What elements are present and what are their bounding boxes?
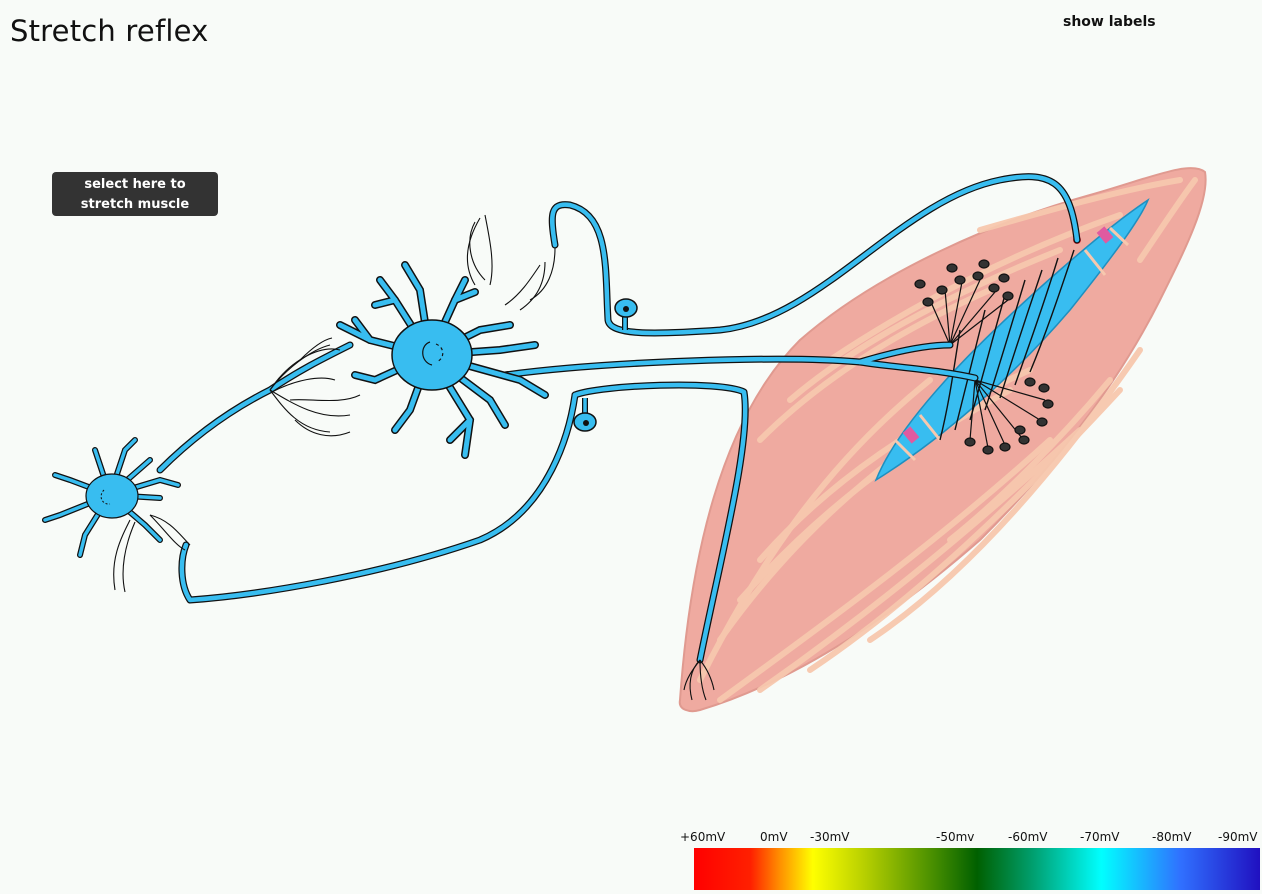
stretch-button-line1: select here to <box>52 175 218 195</box>
muscle[interactable] <box>680 168 1206 711</box>
scale-label: -30mV <box>810 830 850 844</box>
scale-label: -60mV <box>1008 830 1048 844</box>
voltage-scale-labels: +60mV 0mV -30mV -50mv -60mV -70mV -80mV … <box>0 830 1262 850</box>
synaptic-terminals <box>114 215 714 700</box>
interneuron <box>45 440 178 555</box>
scale-label: -50mv <box>936 830 974 844</box>
scale-label: 0mV <box>760 830 788 844</box>
scale-label: -90mV <box>1218 830 1258 844</box>
voltage-color-scale <box>694 848 1260 890</box>
scale-label: -80mV <box>1152 830 1192 844</box>
stretch-muscle-button[interactable]: select here to stretch muscle <box>52 172 218 216</box>
stretch-button-line2: stretch muscle <box>52 195 218 215</box>
scale-label: +60mV <box>680 830 725 844</box>
motor-neuron <box>340 265 545 455</box>
scale-label: -70mV <box>1080 830 1120 844</box>
